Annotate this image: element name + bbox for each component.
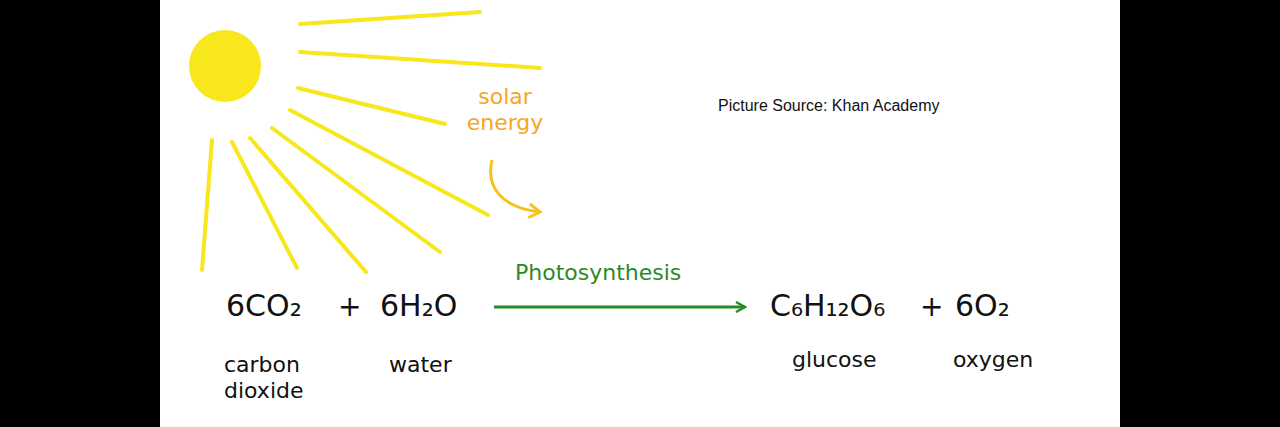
reaction-arrow xyxy=(494,306,745,309)
chemical-formula: 6CO₂ xyxy=(226,288,302,324)
chemical-formula: C₆H₁₂O₆ xyxy=(770,288,885,324)
source-note: Picture Source: Khan Academy xyxy=(718,96,939,115)
process-label: Photosynthesis xyxy=(515,260,681,286)
sun xyxy=(189,30,261,102)
plus-sign: + xyxy=(920,290,943,324)
chemical-formula: 6H₂O xyxy=(380,288,457,324)
compound-name: carbon dioxide xyxy=(224,352,334,405)
compound-name: glucose xyxy=(792,347,877,373)
energy-arrow xyxy=(491,160,540,212)
energy-label: solar energy xyxy=(455,84,555,137)
chemical-formula: 6O₂ xyxy=(955,288,1010,324)
compound-name: oxygen xyxy=(953,347,1033,373)
compound-name: water xyxy=(389,352,452,378)
plus-sign: + xyxy=(338,290,361,324)
